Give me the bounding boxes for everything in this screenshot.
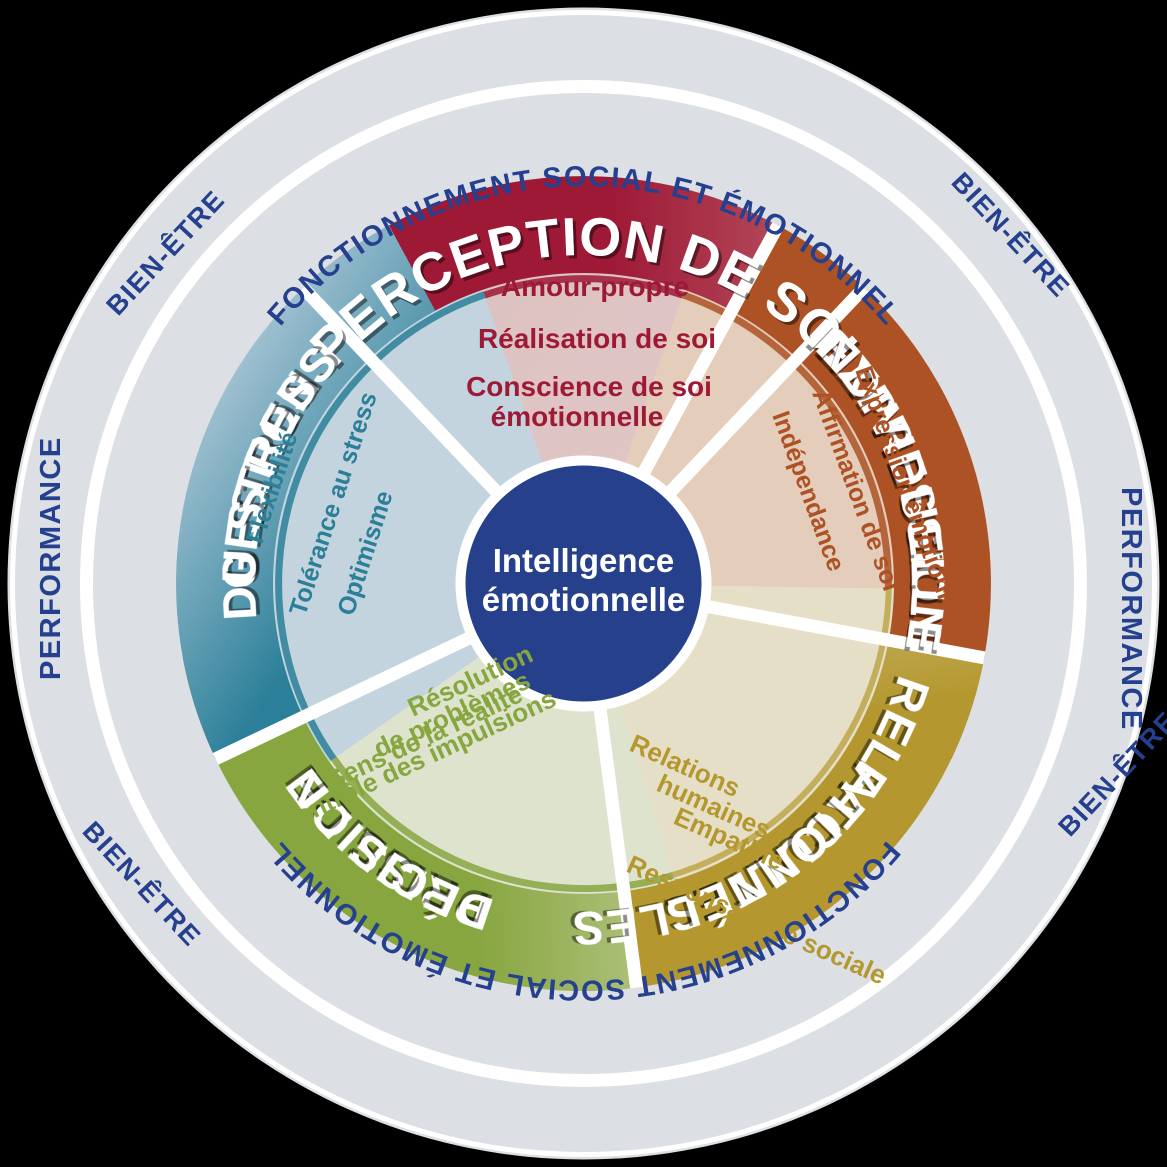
sublabels-perception: Amour-propre Réalisation de soi Conscien…: [466, 271, 716, 432]
sublabel-perception-4: émotionnelle: [491, 401, 664, 432]
gestion-inner-band: [273, 290, 584, 762]
ring-label-left-performance: PERFORMANCE: [35, 436, 67, 680]
center-title-line1: Intelligence: [493, 542, 675, 579]
gestion-band-divider: [275, 291, 486, 761]
center-title-line2: émotionnelle: [482, 581, 686, 618]
sublabel-perception-3: Conscience de soi: [466, 371, 712, 402]
sublabel-perception-1: Amour-propre: [501, 271, 689, 302]
sublabel-perception-2: Réalisation de soi: [478, 323, 716, 354]
wheel-outer-edge: [80, 80, 1087, 1087]
ring-label-right-performance: PERFORMANCE: [1115, 487, 1147, 731]
outer-ring-edge: [10, 10, 1157, 1157]
center-circle[interactable]: [465, 465, 702, 702]
